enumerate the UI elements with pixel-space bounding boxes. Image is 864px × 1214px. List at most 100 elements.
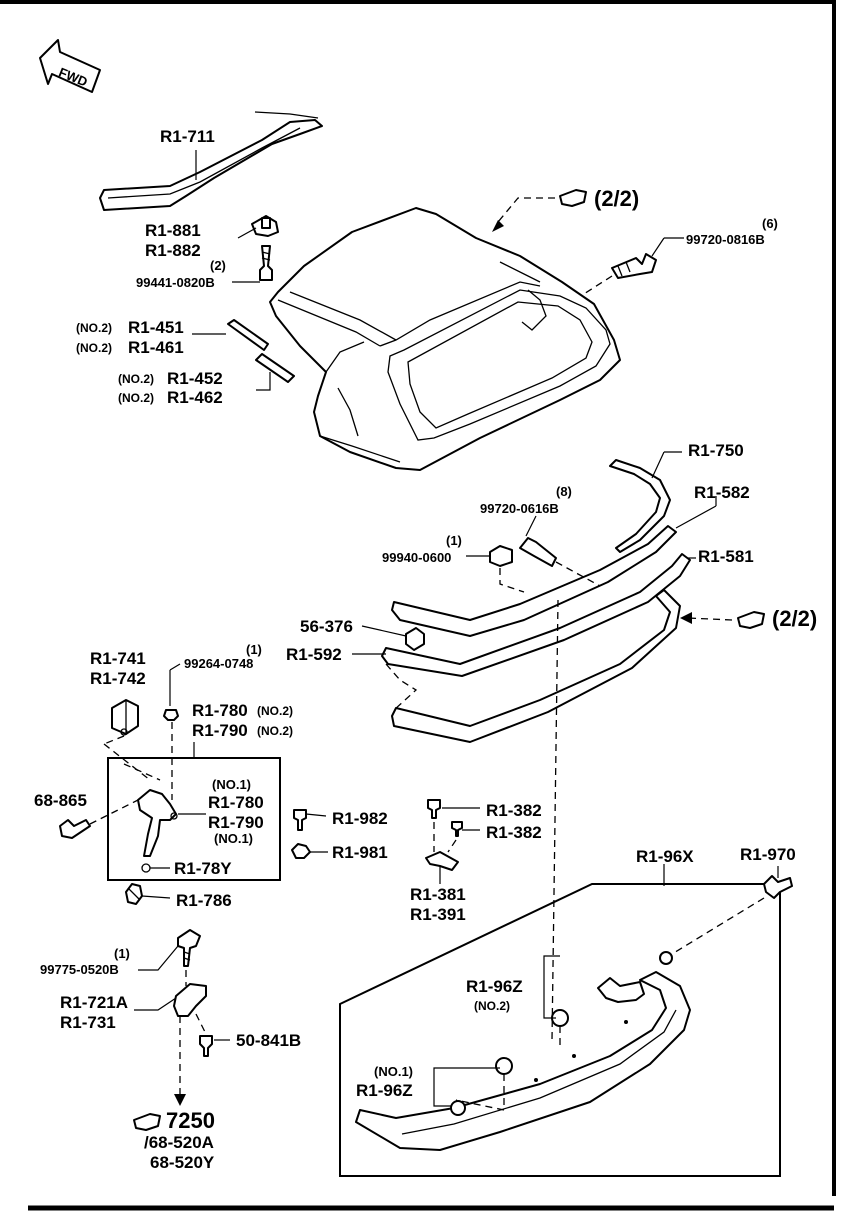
label-99441: 99441-0820B bbox=[136, 275, 215, 290]
part-r1-451 bbox=[192, 319, 269, 351]
label-r1-96x: R1-96X bbox=[636, 847, 694, 866]
ref-7250: 7250 /68-520A 68-520Y bbox=[133, 1108, 215, 1172]
label-no2-g: (NO.2) bbox=[474, 999, 510, 1013]
fwd-arrow-icon: FWD bbox=[39, 39, 101, 93]
clip-99264 bbox=[163, 663, 181, 800]
label-r1-731: R1-731 bbox=[60, 1013, 116, 1032]
label-r1-381: R1-381 bbox=[410, 885, 466, 904]
rear-spoiler bbox=[355, 951, 691, 1151]
label-no2-d: (NO.2) bbox=[118, 391, 154, 405]
pointing-hand-icon-mid bbox=[737, 611, 765, 629]
label-r1-462: R1-462 bbox=[167, 388, 223, 407]
label-r1-970: R1-970 bbox=[740, 845, 796, 864]
hardtop-shell bbox=[269, 207, 621, 471]
part-r1-711 bbox=[99, 111, 323, 211]
label-ref-68-520a: /68-520A bbox=[144, 1133, 214, 1152]
part-r1-982 bbox=[293, 809, 327, 831]
label-r1-461: R1-461 bbox=[128, 338, 184, 357]
label-no1-a: (NO.1) bbox=[212, 777, 251, 792]
pointing-hand-icon bbox=[559, 189, 587, 207]
part-r1-582 bbox=[391, 496, 717, 637]
part-r1-452 bbox=[255, 353, 295, 391]
label-r1-882: R1-882 bbox=[145, 241, 201, 260]
label-99775: 99775-0520B bbox=[40, 962, 119, 977]
label-qty-1b: (1) bbox=[246, 642, 262, 657]
label-r1-582: R1-582 bbox=[694, 483, 750, 502]
pointing-hand-icon-7250 bbox=[133, 1113, 161, 1131]
label-r1-78y: R1-78Y bbox=[174, 859, 232, 878]
label-qty-6: (6) bbox=[762, 216, 778, 231]
arrow-down-icon bbox=[174, 1094, 186, 1106]
ref-pointer-top: (2/2) bbox=[492, 186, 639, 232]
label-99264: 99264-0748 bbox=[184, 656, 253, 671]
label-r1-790-mid: R1-790 bbox=[208, 813, 264, 832]
label-r1-452: R1-452 bbox=[167, 369, 223, 388]
label-68-865: 68-865 bbox=[34, 791, 87, 810]
label-qty-1c: (1) bbox=[114, 946, 130, 961]
label-ref-7250: 7250 bbox=[166, 1108, 215, 1133]
label-r1-96z-b: R1-96Z bbox=[356, 1081, 413, 1100]
plate-r1-381 bbox=[425, 851, 459, 884]
latch-assembly bbox=[103, 743, 206, 873]
part-r1-581 bbox=[381, 553, 696, 677]
label-ref-68-520y: 68-520Y bbox=[150, 1153, 215, 1172]
label-no2-a: (NO.2) bbox=[76, 321, 112, 335]
latch-box bbox=[107, 757, 281, 881]
label-r1-786: R1-786 bbox=[176, 891, 232, 910]
label-r1-981: R1-981 bbox=[332, 843, 388, 862]
label-r1-711: R1-711 bbox=[160, 127, 215, 146]
guide-vertical bbox=[551, 599, 559, 1041]
label-r1-382-a: R1-382 bbox=[486, 801, 542, 820]
label-r1-780-top: R1-780 bbox=[192, 701, 248, 720]
lead-r1-96z-a bbox=[543, 955, 560, 1019]
label-r1-790-top: R1-790 bbox=[192, 721, 248, 740]
label-56-376: 56-376 bbox=[300, 617, 353, 636]
bolt-r1-970 bbox=[671, 866, 793, 955]
cap-56-376 bbox=[361, 625, 425, 651]
label-r1-592: R1-592 bbox=[286, 645, 342, 664]
label-r1-451: R1-451 bbox=[128, 318, 184, 337]
part-r1-881-clip bbox=[237, 215, 279, 239]
label-99720-0816b: 99720-0816B bbox=[686, 232, 765, 247]
screw-99441 bbox=[232, 245, 273, 283]
label-r1-96z-a: R1-96Z bbox=[466, 977, 523, 996]
label-no2-b: (NO.2) bbox=[76, 341, 112, 355]
clip-50-841b bbox=[195, 1013, 230, 1057]
label-r1-881: R1-881 bbox=[145, 221, 201, 240]
label-qty-8: (8) bbox=[556, 484, 572, 499]
label-r1-382-b: R1-382 bbox=[486, 823, 542, 842]
label-qty-1a: (1) bbox=[446, 533, 462, 548]
label-no2-c: (NO.2) bbox=[118, 372, 154, 386]
bolt-99720-0616b bbox=[519, 515, 601, 587]
label-r1-750: R1-750 bbox=[688, 441, 744, 460]
label-r1-742: R1-742 bbox=[90, 669, 146, 688]
label-no2-e: (NO.2) bbox=[257, 704, 293, 718]
part-r1-741 bbox=[103, 699, 139, 745]
label-r1-721a: R1-721A bbox=[60, 993, 128, 1012]
grommet-r1-786 bbox=[125, 883, 171, 905]
label-qty-2: (2) bbox=[210, 258, 226, 273]
latch-r1-721a bbox=[134, 970, 207, 1017]
spoiler-box bbox=[339, 883, 781, 1177]
screws-r1-382 bbox=[427, 799, 480, 853]
label-r1-982: R1-982 bbox=[332, 809, 388, 828]
bolt-68-865 bbox=[59, 799, 139, 839]
part-r1-592 bbox=[352, 589, 681, 743]
lead-r1-96z-b bbox=[433, 1067, 500, 1107]
label-no1-b: (NO.1) bbox=[214, 831, 253, 846]
guide-592 bbox=[385, 663, 418, 711]
label-50-841b: 50-841B bbox=[236, 1031, 301, 1050]
part-r1-750 bbox=[609, 451, 682, 553]
nut-99940 bbox=[466, 545, 525, 593]
label-r1-741: R1-741 bbox=[90, 649, 146, 668]
label-r1-581: R1-581 bbox=[698, 547, 754, 566]
label-99940: 99940-0600 bbox=[382, 550, 451, 565]
label-ref-2-2-mid: (2/2) bbox=[772, 606, 817, 631]
label-ref-2-2-top: (2/2) bbox=[594, 186, 639, 211]
label-r1-391: R1-391 bbox=[410, 905, 466, 924]
label-no2-f: (NO.2) bbox=[257, 724, 293, 738]
part-r1-981 bbox=[291, 843, 328, 859]
label-99720-0616b: 99720-0616B bbox=[480, 501, 559, 516]
ref-pointer-mid: (2/2) bbox=[680, 606, 817, 631]
